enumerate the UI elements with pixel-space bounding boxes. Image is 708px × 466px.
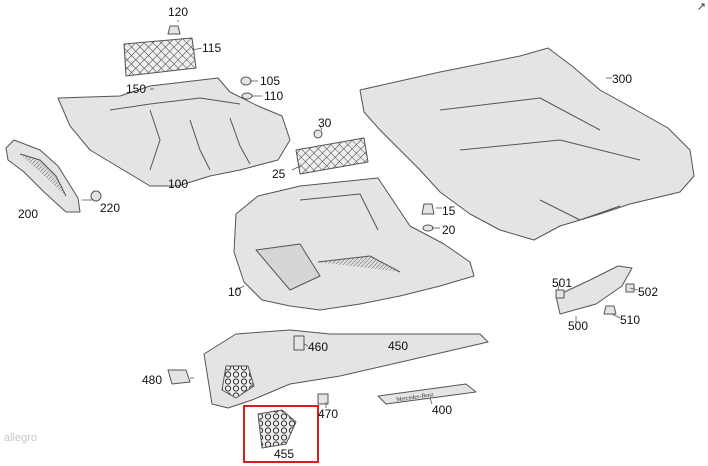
label-400: 400	[432, 403, 453, 417]
part-500-trim	[555, 265, 633, 315]
part-300-rear-floor	[359, 47, 695, 241]
highlight-box-455	[243, 405, 319, 463]
label-502: 502	[638, 285, 659, 299]
part-400-sill-plate	[377, 383, 477, 405]
label-150: 150	[126, 82, 147, 96]
part-15-clip	[421, 203, 435, 215]
label-500: 500	[568, 319, 589, 333]
part-455-grille	[257, 409, 297, 449]
label-105: 105	[260, 74, 281, 88]
part-480-clip	[167, 369, 191, 385]
part-510-clip	[603, 305, 617, 315]
part-105-clip	[240, 76, 252, 86]
part-115-pad	[123, 37, 197, 77]
part-450-sill	[203, 329, 489, 409]
label-115: 115	[202, 41, 222, 55]
label-480: 480	[142, 373, 163, 387]
part-100-front-floor	[57, 77, 291, 187]
part-501-clip	[555, 289, 565, 299]
watermark: allegro	[4, 432, 38, 444]
label-300: 300	[612, 72, 633, 86]
part-25-pad	[295, 137, 369, 175]
label-110: 110	[264, 89, 284, 103]
label-120: 120	[168, 5, 189, 19]
part-10-trunk-floor	[233, 177, 475, 311]
label-450: 450	[388, 339, 409, 353]
label-510: 510	[620, 313, 641, 327]
part-30-clip	[313, 129, 323, 139]
part-460-clip	[293, 335, 305, 351]
label-30: 30	[318, 116, 332, 130]
label-460: 460	[308, 340, 329, 354]
part-470-clip	[317, 393, 329, 405]
label-20: 20	[442, 223, 456, 237]
share-icon[interactable]: ↗	[696, 1, 706, 13]
part-120-clip	[167, 25, 181, 35]
label-10: 10	[228, 285, 242, 299]
part-20-washer	[422, 224, 434, 232]
sill-brand-text: Mercedes-Benz	[396, 392, 434, 403]
label-100: 100	[168, 177, 189, 191]
label-470: 470	[318, 407, 339, 421]
label-200: 200	[18, 207, 39, 221]
label-25: 25	[272, 167, 286, 181]
label-15: 15	[442, 204, 456, 218]
part-200-panel	[5, 139, 81, 213]
label-220: 220	[100, 201, 121, 215]
part-220-clip	[90, 190, 102, 202]
label-455: 455	[274, 447, 295, 461]
label-501: 501	[552, 276, 573, 290]
part-110-washer	[241, 92, 253, 100]
